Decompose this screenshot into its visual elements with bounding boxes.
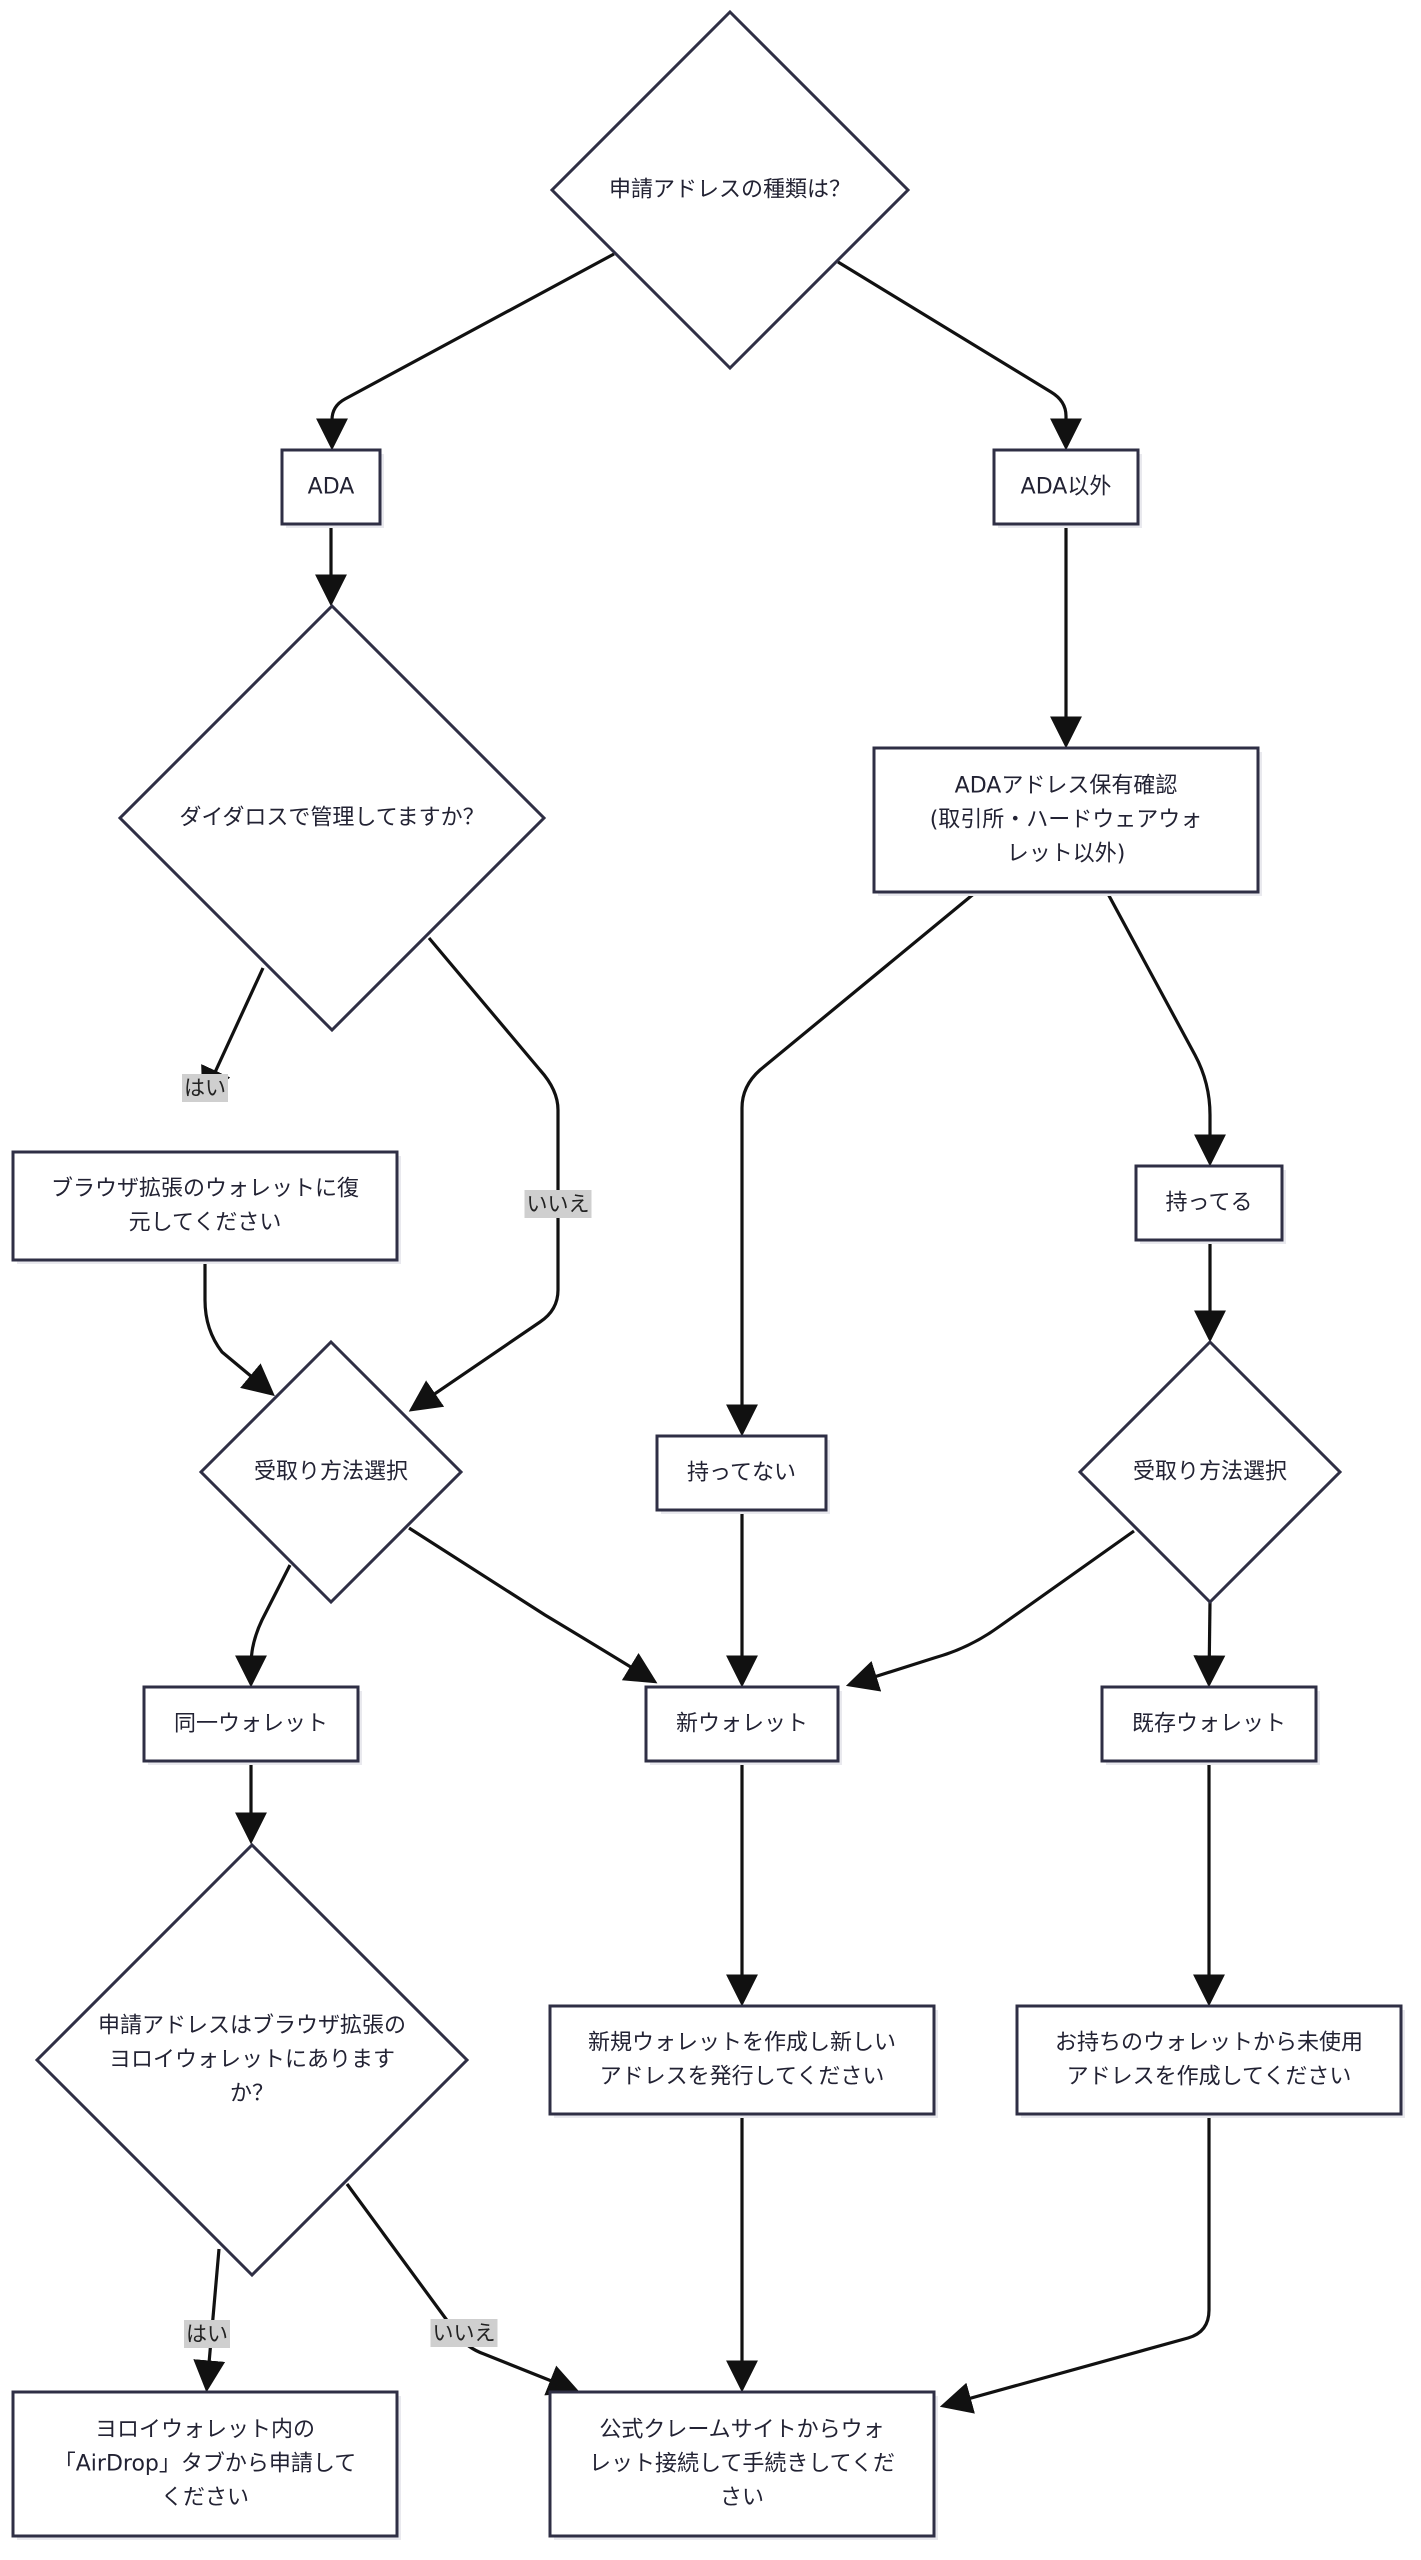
edge-arrow-2 xyxy=(837,260,1082,451)
edge-labels: はいいいえはいいいえ xyxy=(182,1074,592,2348)
node-have-ada: 持ってる xyxy=(1134,1164,1286,1244)
process-box xyxy=(872,746,1260,894)
node-label-line: 持ってる xyxy=(1166,1191,1253,1216)
node-q-receive-right: 受取り方法選択 xyxy=(1077,1339,1343,1605)
node-label-line: ヨロイウォレット内の xyxy=(95,2418,315,2443)
edge-arrow-14 xyxy=(845,1529,1135,1692)
node-label-line: 元してください xyxy=(129,1211,282,1236)
node-label-line: 申請アドレスの種類は？ xyxy=(609,178,851,203)
edge-label-background xyxy=(184,2320,230,2348)
node-same-wallet: 同一ウォレット xyxy=(142,1685,362,1765)
edge-label-daedalus-no: いいえ xyxy=(524,1190,592,1218)
node-label-line: ダイダロスで管理してますか？ xyxy=(179,806,484,831)
node-label-line: アドレスを発行してください xyxy=(600,2065,885,2090)
edge-label-background xyxy=(182,1074,228,1102)
node-q-receive-left: 受取り方法選択 xyxy=(198,1339,464,1605)
node-label-line: か？ xyxy=(230,2082,274,2107)
edge-arrow-19 xyxy=(193,2248,226,2393)
process-box xyxy=(644,1685,840,1763)
node-q-address-type: 申請アドレスの種類は？ xyxy=(549,9,911,371)
process-box xyxy=(11,2390,399,2538)
node-ada: ADA xyxy=(280,448,384,528)
node-label-line: ADAアドレス保有確認 xyxy=(955,774,1178,799)
node-new-wallet: 新ウォレット xyxy=(644,1685,842,1765)
edge-arrow-9 xyxy=(1105,891,1226,1167)
edge-label-background xyxy=(524,1190,592,1218)
node-label-line: レット以外) xyxy=(1007,842,1126,867)
edge-arrow-1 xyxy=(316,252,615,451)
node-existing-wallet: 既存ウォレット xyxy=(1100,1685,1320,1765)
node-label-line: お持ちのウォレットから未使用 xyxy=(1055,2031,1363,2056)
edge-arrow-20 xyxy=(345,2183,580,2396)
node-label-line: 新ウォレット xyxy=(676,1712,808,1737)
node-label-line: (取引所・ハードウェアウォ xyxy=(930,808,1203,833)
node-label-line: 持ってない xyxy=(687,1461,796,1486)
node-label-line: 同一ウォレット xyxy=(174,1712,328,1737)
process-box xyxy=(1134,1164,1284,1242)
edge-arrow-15 xyxy=(1193,1601,1226,1688)
process-box xyxy=(992,448,1140,526)
node-no-ada: 持ってない xyxy=(655,1434,830,1514)
edge-arrow-22 xyxy=(939,2114,1211,2414)
node-label-line: 公式クレームサイトからウォ xyxy=(599,2418,884,2443)
edge-label-yoroi-yes: はい xyxy=(184,2320,230,2348)
node-label-line: 申請アドレスはブラウザ拡張の xyxy=(98,2014,406,2039)
decision-diamond xyxy=(1077,1339,1343,1605)
node-label-line: ブラウザ拡張のウォレットに復 xyxy=(51,1177,359,1202)
edge-label-text: はい xyxy=(184,1076,226,1100)
decision-diamond xyxy=(198,1339,464,1605)
decision-diamond xyxy=(117,603,547,1033)
process-box xyxy=(280,448,382,526)
node-label-line: さい xyxy=(720,2486,764,2511)
process-box xyxy=(1100,1685,1318,1763)
node-label-line: アドレスを作成してください xyxy=(1067,2065,1352,2090)
edge-label-text: いいえ xyxy=(527,1192,590,1216)
edge-arrow-8 xyxy=(726,890,978,1437)
node-label-line: 新規ウォレットを作成し新しい xyxy=(588,2031,896,2056)
process-box xyxy=(1015,2004,1403,2116)
node-label-line: レット接続して手続きしてくだ xyxy=(589,2452,895,2477)
edge-arrow-11 xyxy=(235,1564,292,1688)
edge-label-daedalus-yes: はい xyxy=(182,1074,228,1102)
node-non-ada: ADA以外 xyxy=(992,448,1142,528)
node-label-line: 受取り方法選択 xyxy=(1133,1460,1287,1485)
decision-diamond xyxy=(549,9,911,371)
node-q-daedalus: ダイダロスで管理してますか？ xyxy=(117,603,547,1033)
node-label-line: ADA xyxy=(308,475,355,500)
process-box xyxy=(11,1150,399,1262)
node-label-line: 受取り方法選択 xyxy=(254,1460,408,1485)
decision-diamond xyxy=(34,1842,470,2278)
edge-arrow-5 xyxy=(201,967,265,1100)
process-box xyxy=(142,1685,360,1763)
process-box xyxy=(655,1434,828,1512)
edge-label-text: いいえ xyxy=(433,2321,496,2345)
node-label-line: 既存ウォレット xyxy=(1132,1712,1286,1737)
node-label-line: ヨロイウォレットにあります xyxy=(109,2048,395,2073)
edge-arrow-6 xyxy=(408,936,560,1412)
node-label-line: 「AirDrop」タブから申請して xyxy=(54,2452,356,2477)
edge-arrow-7 xyxy=(203,1260,275,1397)
process-box xyxy=(548,2390,936,2538)
process-box xyxy=(548,2004,936,2116)
node-label-line: ADA以外 xyxy=(1021,475,1112,500)
edge-label-text: はい xyxy=(186,2322,228,2346)
edge-arrow-12 xyxy=(408,1526,658,1684)
edge-label-background xyxy=(430,2319,498,2347)
node-label-line: ください xyxy=(161,2486,249,2511)
edge-label-yoroi-no: いいえ xyxy=(430,2319,498,2347)
